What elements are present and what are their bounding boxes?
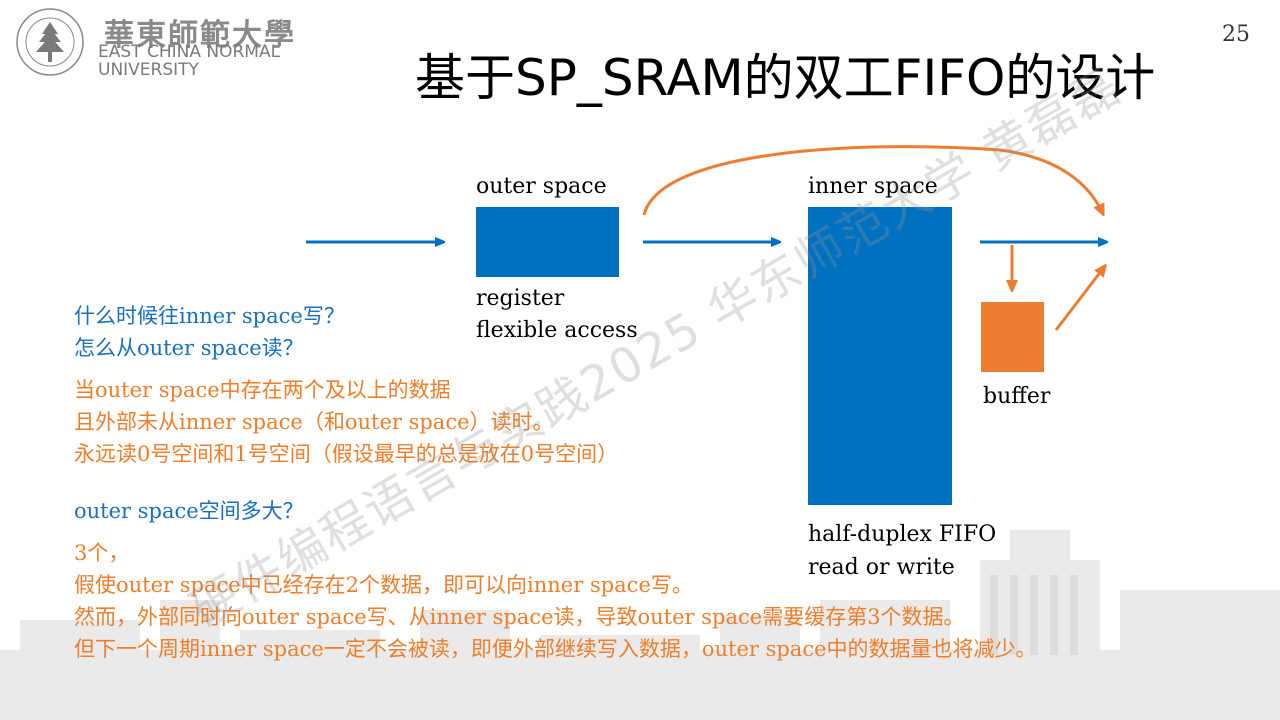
slide-title: 基于SP_SRAM的双工FIFO的设计 bbox=[415, 49, 1156, 107]
answer-line-2: 且外部未从inner space（和outer space）读时。 bbox=[74, 410, 554, 434]
question-how-read: 怎么从outer space读？ bbox=[74, 336, 304, 360]
question-when-write: 什么时候往inner space写？ bbox=[74, 304, 345, 328]
answer-line-4: 3个， bbox=[74, 541, 130, 565]
register-label: register bbox=[476, 286, 565, 311]
question-size: outer space空间多大？ bbox=[74, 499, 304, 523]
university-name-en-line2: UNIVERSITY bbox=[98, 60, 199, 80]
outer-space-block bbox=[476, 207, 619, 277]
outer-space-label: outer space bbox=[476, 174, 607, 199]
half-duplex-label: half-duplex FIFO bbox=[808, 522, 997, 547]
read-or-write-label: read or write bbox=[808, 555, 955, 580]
answer-line-6: 然而，外部同时向outer space写、从inner space读，导致out… bbox=[74, 605, 965, 629]
inner-space-block bbox=[808, 207, 952, 505]
flexible-access-label: flexible access bbox=[476, 318, 638, 343]
answer-line-7: 但下一个周期inner space一定不会被读，即便外部继续写入数据，outer… bbox=[74, 637, 1037, 661]
buffer-out-arrow bbox=[1054, 266, 1105, 331]
answer-line-5: 假使outer space中已经存在2个数据，即可以向inner space写。 bbox=[74, 573, 693, 597]
inner-space-label: inner space bbox=[808, 174, 938, 199]
university-emblem-icon bbox=[16, 8, 84, 76]
buffer-label: buffer bbox=[983, 384, 1051, 409]
university-name-cn: 華東師範大學 bbox=[104, 18, 296, 53]
answer-line-1: 当outer space中存在两个及以上的数据 bbox=[74, 378, 451, 402]
buffer-block bbox=[981, 302, 1044, 372]
answer-line-3: 永远读0号空间和1号空间（假设最早的总是放在0号空间） bbox=[74, 442, 619, 466]
university-logo: 華東師範大學 EAST CHINA NORMAL UNIVERSITY bbox=[8, 4, 298, 80]
university-name-en-line1: EAST CHINA NORMAL bbox=[98, 42, 281, 62]
bypass-curve-arrow bbox=[642, 145, 1103, 215]
page-number: 25 bbox=[1222, 22, 1250, 47]
